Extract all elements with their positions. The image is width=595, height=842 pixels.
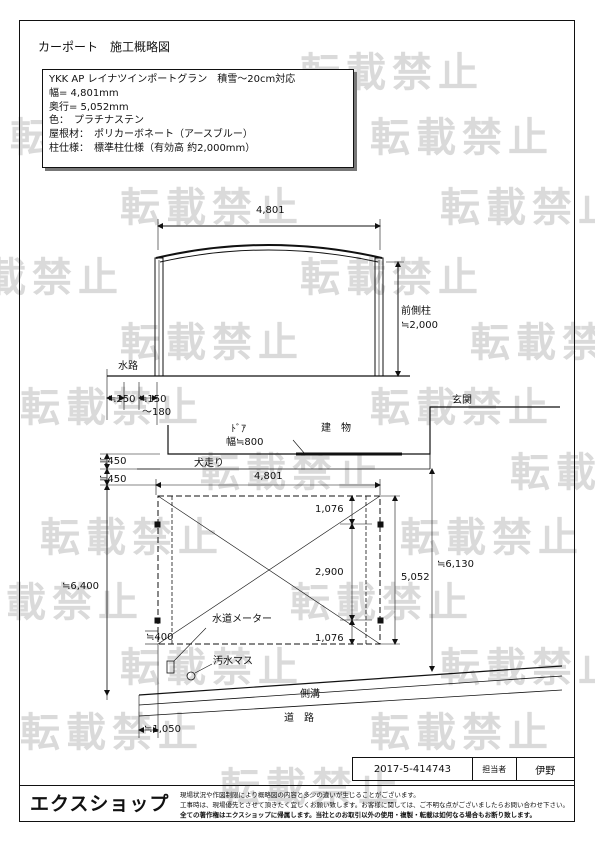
dim-6400-label: ≒6,400: [62, 581, 100, 592]
person-role: 担当者: [473, 758, 517, 780]
company-logo: エクスショップ: [30, 793, 170, 815]
water-meter-label: 水道メーター: [212, 614, 272, 625]
front-pillar-label: 前側柱: [401, 306, 431, 317]
dim-1076-bottom-label: 1,076: [315, 633, 344, 644]
gutter-line-2: [138, 675, 563, 706]
front-pillar-height-label: ≒2,000: [401, 320, 439, 331]
spec-depth: 奥行= 5,052mm: [49, 101, 129, 113]
road-edge: [138, 689, 563, 717]
spec-color: 色： プラチナステン: [49, 115, 144, 127]
dog-path-label: 犬走り: [194, 458, 224, 469]
plan-depth-label: 5,052: [401, 572, 430, 583]
building-label: 建 物: [321, 423, 351, 434]
title-block: 2017-5-414743 担当者 伊野: [352, 757, 575, 781]
plan-width-label: 4,801: [254, 471, 283, 482]
gutter-line-1: [138, 665, 563, 696]
elev-width-label: 4,801: [256, 205, 285, 216]
dim-180-label: ～180: [142, 407, 172, 418]
notice-line-1: 現場状況や作図制限により概略図の内容と多少の違いが生じることがございます。: [180, 791, 420, 799]
road-label: 道 路: [284, 713, 314, 724]
dim-6130-label: ≒6,130: [437, 559, 475, 570]
spec-width: 幅= 4,801mm: [49, 87, 119, 99]
door-label: ﾄﾞｱ: [231, 424, 246, 435]
dim-1076-top-label: 1,076: [315, 504, 344, 515]
dim-450-b-label: ≒450: [99, 474, 127, 485]
carport-roof: [155, 244, 383, 259]
door-width-label: 幅≒800: [226, 437, 264, 448]
dim-400-label: ≒400: [146, 632, 174, 643]
sewage-label: 汚水マス: [213, 656, 253, 667]
spec-product: YKK AP レイナツインポートグラン 積雪～20cm対応: [49, 74, 296, 85]
dim-450-a-label: ≒450: [99, 456, 127, 467]
footer-divider: [19, 785, 575, 786]
spec-roof: 屋根材： ポリカーボネート（アースブルー）: [49, 129, 253, 141]
notice-line-3: 全ての著作権はエクスショップに帰属します。当社とのお取引以外の使用・複製・転載は…: [180, 811, 536, 819]
dim-2900-label: 2,900: [315, 567, 344, 578]
drawing-number: 2017-5-414743: [353, 758, 473, 780]
dim-1050-label: ≒1,050: [144, 724, 182, 735]
gutter-label: 側溝: [300, 689, 320, 700]
carport-plan-outline: [157, 495, 381, 645]
page-title: カーポート 施工概略図: [38, 40, 171, 54]
water-route-label: 水路: [118, 361, 138, 372]
drawing-frame: [19, 20, 575, 822]
person-name: 伊野: [535, 765, 556, 777]
water-meter: [166, 660, 175, 674]
sewage-basin: [186, 671, 196, 681]
notice-line-2: 工事時は、現場優先とさせて頂きたく宜しくお願い致します。お客様に関しては、ご不明…: [180, 801, 570, 809]
spec-pillar: 柱仕様： 標準柱仕様（有効高 約2,000mm）: [49, 142, 256, 154]
footer-notice: 現場状況や作図制限により概略図の内容と多少の違いが生じることがございます。 工事…: [180, 790, 569, 820]
entrance-label: 玄関: [452, 395, 472, 406]
dim-250-label: ≒250: [108, 394, 136, 405]
dim-150-label: ≒150: [139, 394, 167, 405]
spec-box: YKK AP レイナツインポートグラン 積雪～20cm対応 幅= 4,801mm…: [42, 69, 354, 168]
